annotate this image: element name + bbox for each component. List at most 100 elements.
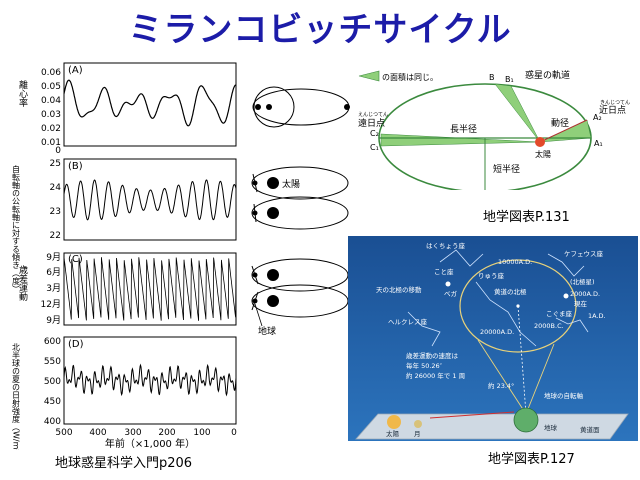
label-tilt: 約 23.4°: [488, 381, 514, 390]
precession-curve: [63, 256, 237, 321]
earth-dot: [252, 298, 258, 304]
earth-leader-line: [254, 303, 263, 327]
area-legend-swatch: [358, 70, 380, 82]
constellation-hercules: [407, 311, 441, 347]
constellation-cygnus: [439, 249, 484, 267]
point-c2: C₂: [370, 129, 379, 138]
milankovitch-panels: (A) (B) (C) (D) 0.06 0.05 0.04 0.03 0.02…: [12, 62, 350, 450]
perihelion-label: 近日点: [599, 104, 626, 116]
point-a2: A₂: [593, 113, 602, 122]
label-2000ad: 2000A.D.: [570, 290, 600, 298]
panel-a-tick: 0.05: [41, 82, 61, 92]
semi-minor-label: 短半径: [493, 163, 520, 175]
sun-dot: [267, 207, 279, 219]
panel-d-label: (D): [68, 339, 84, 350]
label-per-year: 毎年 50.26″: [406, 361, 443, 370]
orbit-ellipse: [251, 284, 349, 318]
panel-a-tick: 0.01: [41, 138, 61, 148]
panel-b-label: (B): [68, 161, 83, 172]
kepler-sun-label: 太陽: [535, 149, 551, 159]
label-now: 現在: [574, 299, 588, 308]
constellation-ursa-minor: [555, 317, 589, 333]
label-hercules: ヘルクレス座: [388, 317, 428, 326]
panel-a-tick: 0.06: [41, 68, 61, 78]
panel-a-label: (A): [68, 65, 83, 76]
panel-d-tick: 600: [44, 337, 61, 347]
panel-b-tick: 25: [50, 159, 61, 169]
panel-a-ylabel: 離心率: [17, 79, 28, 108]
circular-orbit: [253, 86, 295, 128]
panel-a-frame: [63, 62, 237, 147]
label-20000ad: 20000A.D.: [480, 328, 514, 336]
panel-c-tick: 3月: [46, 283, 61, 294]
x-axis-label: 年前（×1,000 年）: [105, 437, 195, 450]
x-tick: 400: [89, 428, 106, 438]
gravity-arrow: [429, 411, 515, 419]
label-cepheus: ケフェウス座: [564, 249, 604, 258]
x-tick: 0: [231, 428, 237, 438]
perihelion-ruby: きんじつてん: [600, 99, 630, 106]
sun-label: 太陽: [282, 178, 300, 190]
label-pole-move: 天の北極の移動: [376, 285, 422, 294]
panel-a-tick: 0.04: [41, 96, 61, 106]
moon-ball: [414, 420, 422, 428]
label-cygnus: はくちょう座: [426, 241, 466, 250]
panel-d-tick: 450: [44, 397, 61, 407]
sun-dot: [535, 137, 545, 147]
slide-title: ミランコビッチサイクル: [128, 10, 512, 50]
label-spin-axis: 地球の自転軸: [544, 391, 584, 400]
sun-ball: [387, 415, 401, 429]
panel-c-tick: 6月: [46, 267, 61, 278]
sun-dot: [267, 295, 279, 307]
panel-b-frame: [63, 158, 237, 241]
orbit-label: 惑星の軌道: [525, 69, 570, 81]
label-1ad: 1A.D.: [588, 312, 606, 320]
sun-dot: [266, 104, 272, 110]
point-b: B: [489, 73, 495, 82]
point-b1: B₁: [505, 75, 514, 84]
kepler-figure: の面積は同じ。 太陽 惑星の軌道 B B₁ A₂ A₁ C₂ C₁ えんじつてん…: [355, 60, 637, 190]
caption-left: 地球惑星科学入門p206: [55, 456, 193, 471]
star-vega: [445, 281, 451, 287]
earth-dot: [252, 180, 258, 186]
label-2000bc: 2000B.C.: [534, 322, 564, 330]
ecliptic-plane: [355, 413, 629, 440]
precession-figure: はくちょう座 ケフェウス座 こと座 ベガ りゅう座 10000A.D. 黄道の北…: [348, 236, 638, 441]
insolation-curve: [63, 363, 237, 397]
panel-b-tick: 22: [50, 231, 61, 241]
panel-c-tick: 9月: [46, 315, 61, 326]
label-moon: 月: [414, 430, 421, 438]
radius-vector: [539, 119, 588, 143]
aphelion-ruby: えんじつてん: [358, 112, 388, 118]
area-sector-b: [494, 83, 541, 143]
precession-bg: [348, 236, 638, 441]
earth-label: 地球: [258, 325, 276, 337]
panel-a-tick: 0.03: [41, 110, 61, 120]
semi-major-label: 長半径: [450, 123, 477, 135]
sun-dot: [267, 177, 279, 189]
label-ecliptic-plane: 黄道面: [580, 425, 600, 434]
orbit-ellipse: [251, 258, 349, 292]
earth-ball: [513, 407, 539, 433]
label-vega: ベガ: [444, 289, 458, 298]
earth-dot: [252, 272, 258, 278]
label-lyra: こと座: [434, 267, 454, 276]
orbit-ellipse: [251, 166, 349, 200]
panel-c-tick: 12月: [41, 299, 61, 310]
point-a1: A₁: [594, 139, 603, 148]
eccentricity-curve: [63, 79, 237, 127]
point-c1: C₁: [370, 143, 379, 152]
panel-b-tick: 24: [50, 183, 62, 193]
orbit-ellipse: [251, 196, 349, 230]
panel-b-ylabel: 自転軸の公転軸に対する傾き（度）: [12, 164, 21, 293]
earth-dot: [344, 104, 350, 110]
panel-d-ylabel: 北半球の夏の日射強度（W/m²）: [12, 343, 21, 450]
panel-d-tick: 500: [44, 377, 61, 387]
label-sun: 太陽: [386, 429, 400, 438]
x-tick: 300: [124, 428, 141, 438]
cone-line: [525, 343, 555, 415]
label-ursa-minor: こぐま座: [546, 309, 573, 318]
label-draco: りゅう座: [478, 271, 505, 280]
label-earth: 地球: [544, 423, 558, 432]
panel-c-tick: 9月: [46, 252, 61, 263]
